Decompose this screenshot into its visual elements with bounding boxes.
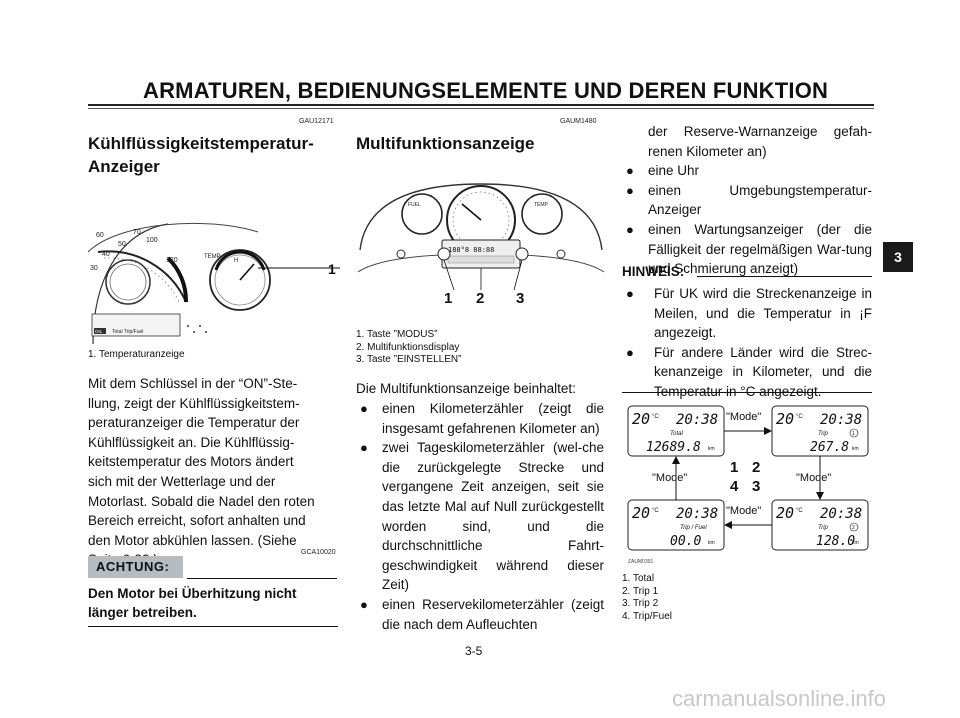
caution-text: Den Motor bei Überhitzung nicht länger b… xyxy=(88,586,297,620)
page-number: 3-5 xyxy=(465,644,483,658)
oil-label: OIL xyxy=(95,329,103,334)
header-rule xyxy=(88,104,874,106)
svg-text:20:38: 20:38 xyxy=(820,506,862,522)
figure-caption: 1. Temperaturanzeige xyxy=(88,349,185,360)
gauge-number: 40 xyxy=(102,251,110,258)
header-rule-thin xyxy=(88,108,874,109)
dashboard-illustration: FUEL TEMP 188°8 88:88 1 2 3 xyxy=(356,180,606,308)
svg-text:20:38: 20:38 xyxy=(820,412,862,428)
svg-text:Total: Total xyxy=(670,431,683,437)
svg-text:°C: °C xyxy=(796,414,803,420)
feature-list: einen Kilometerzähler (zeigt die insgesa… xyxy=(356,399,604,634)
section-code: GAUM1480 xyxy=(560,118,597,125)
svg-text:128.0: 128.0 xyxy=(816,534,855,549)
section-code: GAU12171 xyxy=(299,118,334,125)
list-item: einen Kilometerzähler (zeigt die insgesa… xyxy=(356,399,604,438)
temp-label: TEMP xyxy=(204,254,221,260)
list-item: einen Umgebungstemperatur-Anzeiger xyxy=(622,181,872,220)
list-item: einen Wartungsanzeiger (der die Fälligke… xyxy=(622,220,872,279)
chapter-tab: 3 xyxy=(883,242,913,272)
note-list: Für UK wird die Streckenanzeige in Meile… xyxy=(622,284,872,402)
page-header-title: ARMATUREN, BEDIENUNGSELEMENTE UND DEREN … xyxy=(143,78,829,103)
section-title: Multifunktionsanzeige xyxy=(356,134,535,153)
diagram-captions: 1. Total 2. Trip 1 3. Trip 2 4. Trip/Fue… xyxy=(622,573,673,622)
caution-end-rule xyxy=(88,626,338,627)
note-item: Für UK wird die Streckenanzeige in Meile… xyxy=(622,284,872,343)
note-rule xyxy=(697,276,872,277)
svg-text:°C: °C xyxy=(652,414,659,420)
caution-code: GCA10020 xyxy=(301,549,336,556)
lcd-display-trip1: 20 °C 20:38 Trip 1 267.8 km xyxy=(771,405,869,457)
lcd-display-trip2: 20 °C 20:38 Trip 2 128.0 km xyxy=(771,499,869,551)
list-item: einen Reservekilometerzähler (zeigt die … xyxy=(356,595,604,634)
lcd-display-total: 20 °C 20:38 Total 12689.8 km xyxy=(627,405,725,457)
mode-label: "Mode" xyxy=(726,505,761,517)
callout-number: 1 xyxy=(444,290,452,307)
svg-text:2: 2 xyxy=(852,525,855,531)
svg-text:20: 20 xyxy=(776,504,794,522)
mode-cycle-svg: 20 °C 20:38 Total 12689.8 km 20 °C 20:38… xyxy=(622,400,874,568)
figure-captions: 1. Taste ”MODUS” 2. Multifunktionsdispla… xyxy=(356,329,462,365)
svg-text:20:38: 20:38 xyxy=(676,506,718,522)
gauge-number: 60 xyxy=(96,232,104,239)
svg-text:Trip: Trip xyxy=(818,525,829,531)
callout-number: 1 xyxy=(328,261,336,277)
svg-text:20:38: 20:38 xyxy=(676,412,718,428)
gauge-number: 120 xyxy=(166,257,178,264)
svg-text:20: 20 xyxy=(776,410,794,428)
note-end-rule xyxy=(622,392,872,393)
gauge-number: 70 xyxy=(133,229,141,236)
svg-text:12689.8: 12689.8 xyxy=(646,440,701,455)
diagram-number: 4 xyxy=(730,478,739,495)
svg-text:20: 20 xyxy=(632,504,650,522)
callout-number: 2 xyxy=(476,290,484,307)
gauge-number: 50 xyxy=(118,241,126,248)
svg-text:°C: °C xyxy=(652,508,659,514)
caution-label: ACHTUNG: xyxy=(88,556,183,578)
svg-text:1: 1 xyxy=(852,431,855,437)
mode-label: "Mode" xyxy=(726,411,761,423)
svg-text:km: km xyxy=(708,446,715,452)
section-title: Kühlflüssigkeitstemperatur- Anzeiger xyxy=(88,134,314,176)
svg-text:km: km xyxy=(708,540,715,546)
temperature-gauge-figure: 60 50 70 100 120 40 30 TEMP H 1 OIL Tota… xyxy=(87,222,340,345)
list-item: eine Uhr xyxy=(622,161,872,181)
temperature-gauge-illustration: 60 50 70 100 120 40 30 TEMP H 1 OIL Tota… xyxy=(87,222,340,345)
feature-list-continued: der Reserve-Warnanzeige gefah-renen Kilo… xyxy=(622,122,872,279)
temp-label: TEMP xyxy=(534,202,549,208)
gauge-number: 30 xyxy=(90,265,98,272)
svg-text:km: km xyxy=(852,446,859,452)
list-item-continuation: der Reserve-Warnanzeige gefah-renen Kilo… xyxy=(648,124,872,159)
h-label: H xyxy=(234,258,238,264)
note-item: Für andere Länder wird die Strec-kenanze… xyxy=(622,343,872,402)
svg-text:267.8: 267.8 xyxy=(810,440,849,455)
svg-text:Trip / Fuel: Trip / Fuel xyxy=(680,525,707,531)
list-item: zwei Tageskilometerzähler (wel-che die z… xyxy=(356,438,604,595)
lcd-display-trip-fuel: 20 °C 20:38 Trip / Fuel 00.0 km xyxy=(627,499,725,551)
temperature-paragraph: Mit dem Schlüssel in der “ON”-Ste- llung… xyxy=(88,376,315,567)
caution-rule xyxy=(187,578,337,579)
svg-text:Trip: Trip xyxy=(818,431,829,437)
note-label: HINWEIS: xyxy=(622,264,685,279)
intro-text: Die Multifunktionsanzeige beinhaltet: xyxy=(356,381,576,396)
callout-number: 3 xyxy=(516,290,524,307)
mode-cycle-diagram: 20 °C 20:38 Total 12689.8 km 20 °C 20:38… xyxy=(622,400,874,568)
lcd-text: 188°8 88:88 xyxy=(448,246,494,254)
svg-text:00.0: 00.0 xyxy=(670,534,701,549)
diagram-code: ZAUM0391 xyxy=(628,559,654,565)
svg-text:km: km xyxy=(852,540,859,546)
diagram-number: 1 xyxy=(730,459,738,476)
mode-label: "Mode" xyxy=(652,472,687,484)
svg-text:20: 20 xyxy=(632,410,650,428)
diagram-number: 3 xyxy=(752,478,760,495)
gauge-number: 100 xyxy=(146,237,158,244)
mode-label: "Mode" xyxy=(796,472,831,484)
svg-text:°C: °C xyxy=(796,508,803,514)
diagram-number: 2 xyxy=(752,459,760,476)
lcd-line: Total Trip/Fuel xyxy=(112,329,143,335)
fuel-label: FUEL xyxy=(408,202,421,208)
multifunction-display-figure: FUEL TEMP 188°8 88:88 1 2 3 xyxy=(356,180,606,308)
watermark: carmanualsonline.info xyxy=(672,686,887,711)
